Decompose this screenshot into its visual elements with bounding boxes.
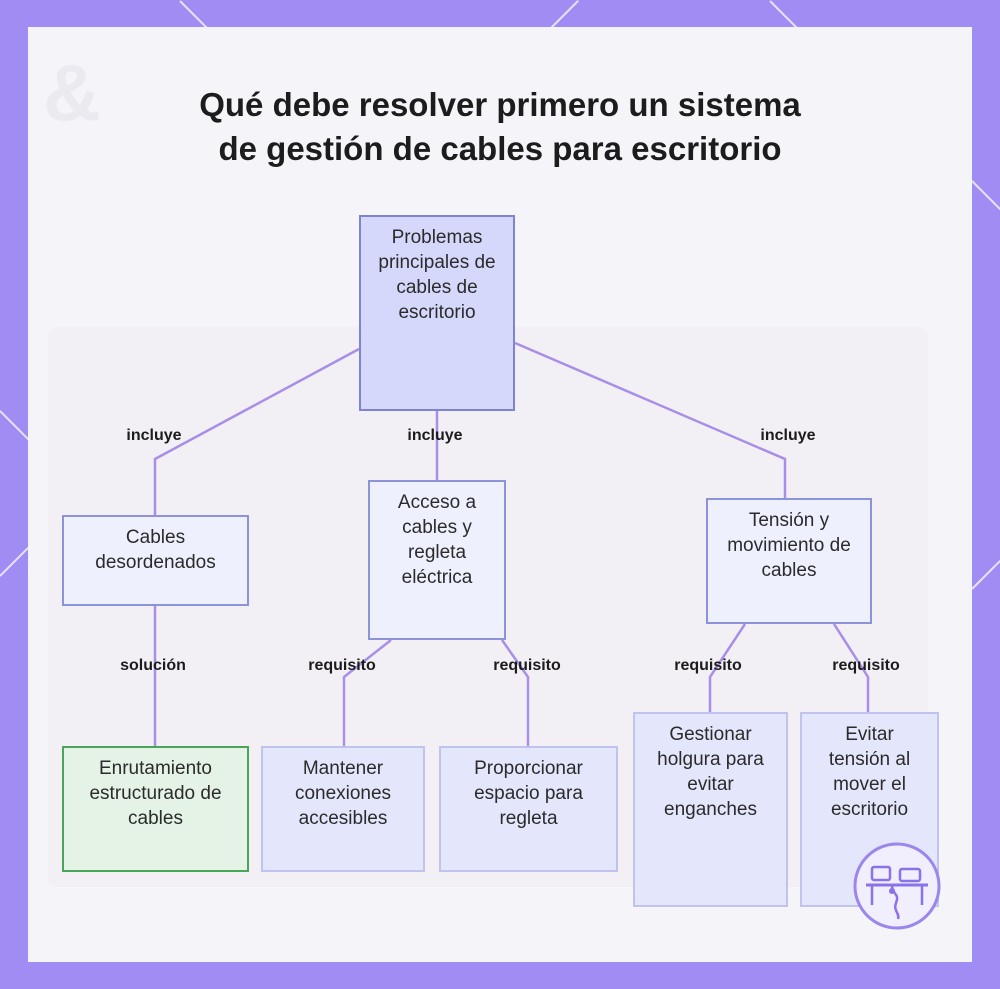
diagram-card: & Qué debe resolver primero un sistema d… [28,27,972,962]
edge-root-cables [153,347,360,515]
node-root: Problemas principales de cables de escri… [359,215,515,411]
title-line-2: de gestión de cables para escritorio [218,130,782,167]
node-enrutamiento: Enrutamiento estructurado de cables [62,746,249,872]
frame-decoration [549,0,579,30]
edge-label-requisito-1: requisito [308,657,376,674]
edge-label-requisito-3: requisito [674,657,742,674]
frame-decoration [769,0,799,30]
edge-tension-holgura [708,623,747,712]
connector-lines [153,341,870,746]
edge-label-incluye-3: incluye [760,427,816,444]
edge-tension-evitar [832,623,870,712]
edge-root-tension [514,341,787,498]
title-line-1: Qué debe resolver primero un sistema [199,86,801,123]
edge-label-incluye-1: incluye [126,427,182,444]
edge-label-incluye-2: incluye [407,427,463,444]
node-mantener-conexiones: Mantener conexiones accesibles [261,746,425,872]
frame-decoration [971,560,1000,590]
node-gestionar-holgura: Gestionar holgura para evitar enganches [633,712,788,907]
frame-decoration [971,180,1000,210]
edge-acceso-espacio [500,639,530,746]
desk-cable-logo-icon [853,842,941,930]
edge-acceso-mantener [342,639,392,746]
edge-label-requisito-4: requisito [832,657,900,674]
frame-decoration [0,410,29,440]
background-text-blur: & [43,48,101,137]
node-espacio-regleta: Proporcionar espacio para regleta [439,746,618,872]
edge-label-solucion: solución [120,657,186,674]
frame-decoration [179,0,209,30]
frame-decoration [0,547,29,577]
diagram-title: Qué debe resolver primero un sistema de … [28,83,972,171]
node-acceso-regleta: Acceso a cables y regleta eléctrica [368,480,506,640]
edge-label-requisito-2: requisito [493,657,561,674]
node-tension-movimiento: Tensión y movimiento de cables [706,498,872,624]
node-cables-desordenados: Cables desordenados [62,515,249,606]
